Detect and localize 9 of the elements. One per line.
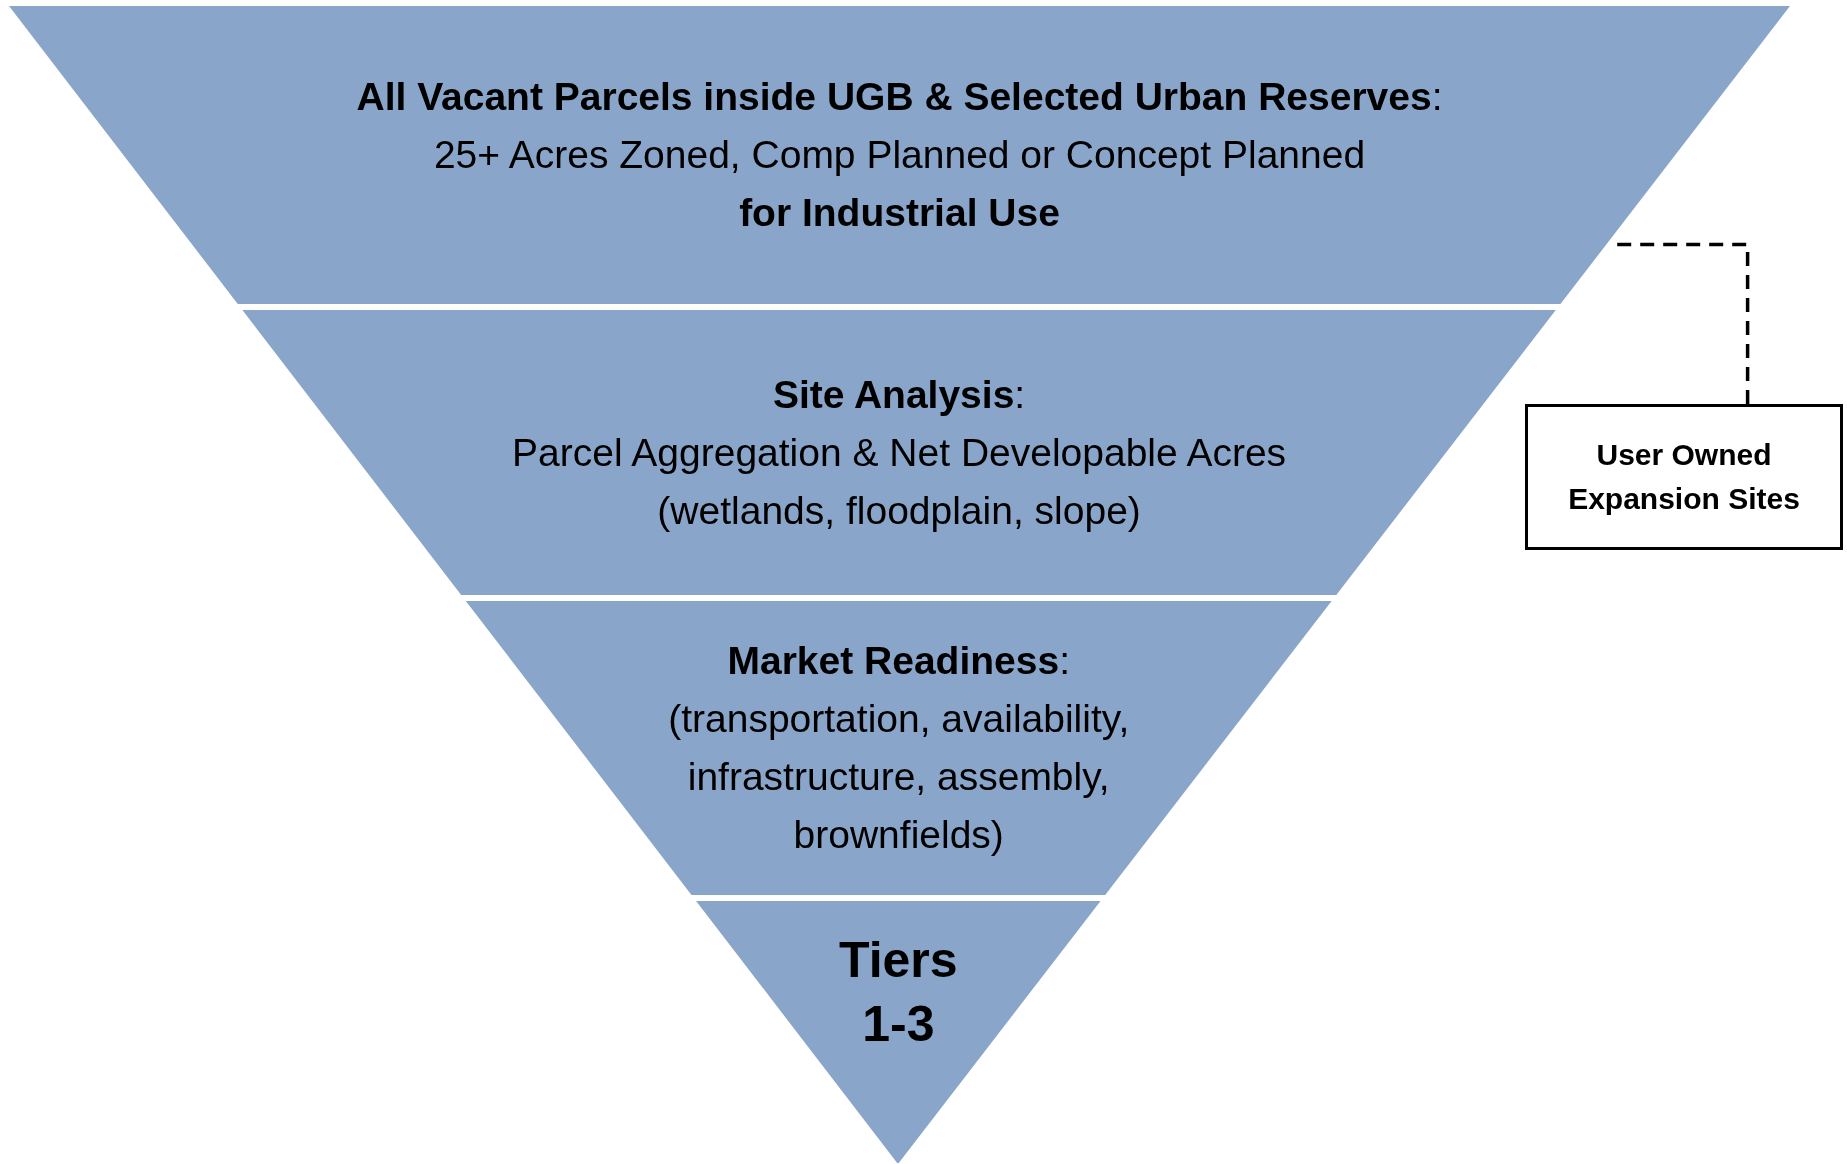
- tier-text: Market Readiness:: [727, 638, 1070, 684]
- tier-text: Site Analysis:: [773, 371, 1026, 418]
- tier-text: Parcel Aggregation & Net Developable Acres (wetlands, floodplain, slope): [511, 429, 1288, 534]
- tier-text: 25+ Acres Zoned, Comp Planned or Concept Planned for Industrial Use: [433, 132, 1366, 236]
- tier-text: All Vacant Parcels inside UGB & Selected Urban Reserves:: [356, 74, 1443, 120]
- tier-text: (transportation, availability, infrastructure, assembly, brownfields): [667, 696, 1131, 858]
- box-label: User Owned Expansion Sites: [1567, 437, 1801, 517]
- side-box: [1525, 404, 1843, 550]
- tier-text: Tiers 1-3: [838, 931, 959, 1054]
